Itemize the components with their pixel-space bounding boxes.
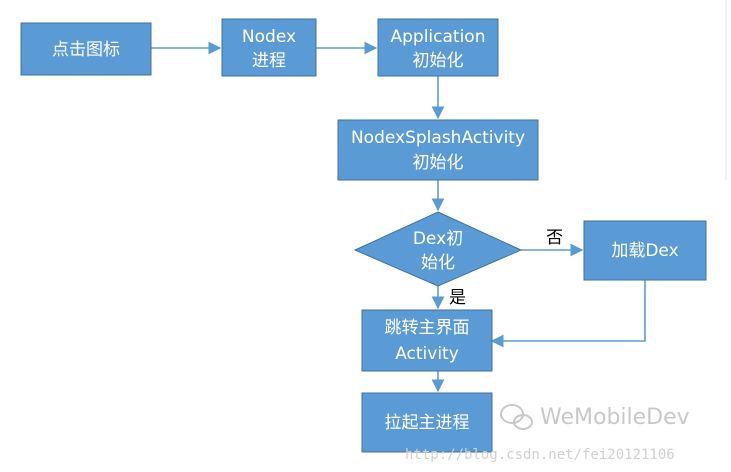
node-nodex-process-label-line1: Nodex (242, 27, 296, 47)
edge-label-no: 否 (546, 228, 563, 248)
node-main-activity-label-line2: Activity (395, 344, 459, 364)
node-splash-init: NodexSplashActivity 初始化 (337, 119, 539, 181)
node-application-init-label-line1: Application (391, 27, 486, 47)
node-application-init-label-line2: 初始化 (413, 51, 464, 71)
node-splash-init-label-line1: NodexSplashActivity (351, 128, 525, 148)
node-load-dex: 加载Dex (583, 220, 707, 281)
node-splash-init-label-line2: 初始化 (413, 153, 464, 173)
watermark: WeMobileDev http://blog.csdn.net/fei2012… (405, 404, 690, 463)
edge-layer (151, 41, 646, 393)
node-nodex-process-label-line2: 进程 (252, 51, 286, 71)
watermark-brand: WeMobileDev (540, 405, 690, 430)
node-dex-init-decision: Dex初 始化 (353, 211, 523, 287)
node-nodex-process: Nodex 进程 (221, 18, 317, 77)
node-load-dex-label: 加载Dex (611, 241, 678, 261)
watermark-url: http://blog.csdn.net/fei20121106 (405, 447, 675, 463)
node-main-activity: 跳转主界面 Activity (361, 309, 493, 372)
node-main-process: 拉起主进程 (361, 392, 493, 453)
node-click-icon-label: 点击图标 (52, 40, 120, 60)
node-click-icon: 点击图标 (20, 22, 152, 76)
node-main-process-label: 拉起主进程 (385, 413, 470, 433)
edge-label-yes: 是 (449, 288, 466, 308)
wechat-icon (500, 404, 533, 430)
node-main-activity-label-line1: 跳转主界面 (385, 318, 470, 338)
node-application-init: Application 初始化 (377, 18, 499, 77)
edge-load-dex-to-main-activity (490, 280, 646, 348)
node-dex-init-label-line2: 始化 (421, 253, 455, 273)
node-dex-init-label-line1: Dex初 (413, 229, 463, 249)
